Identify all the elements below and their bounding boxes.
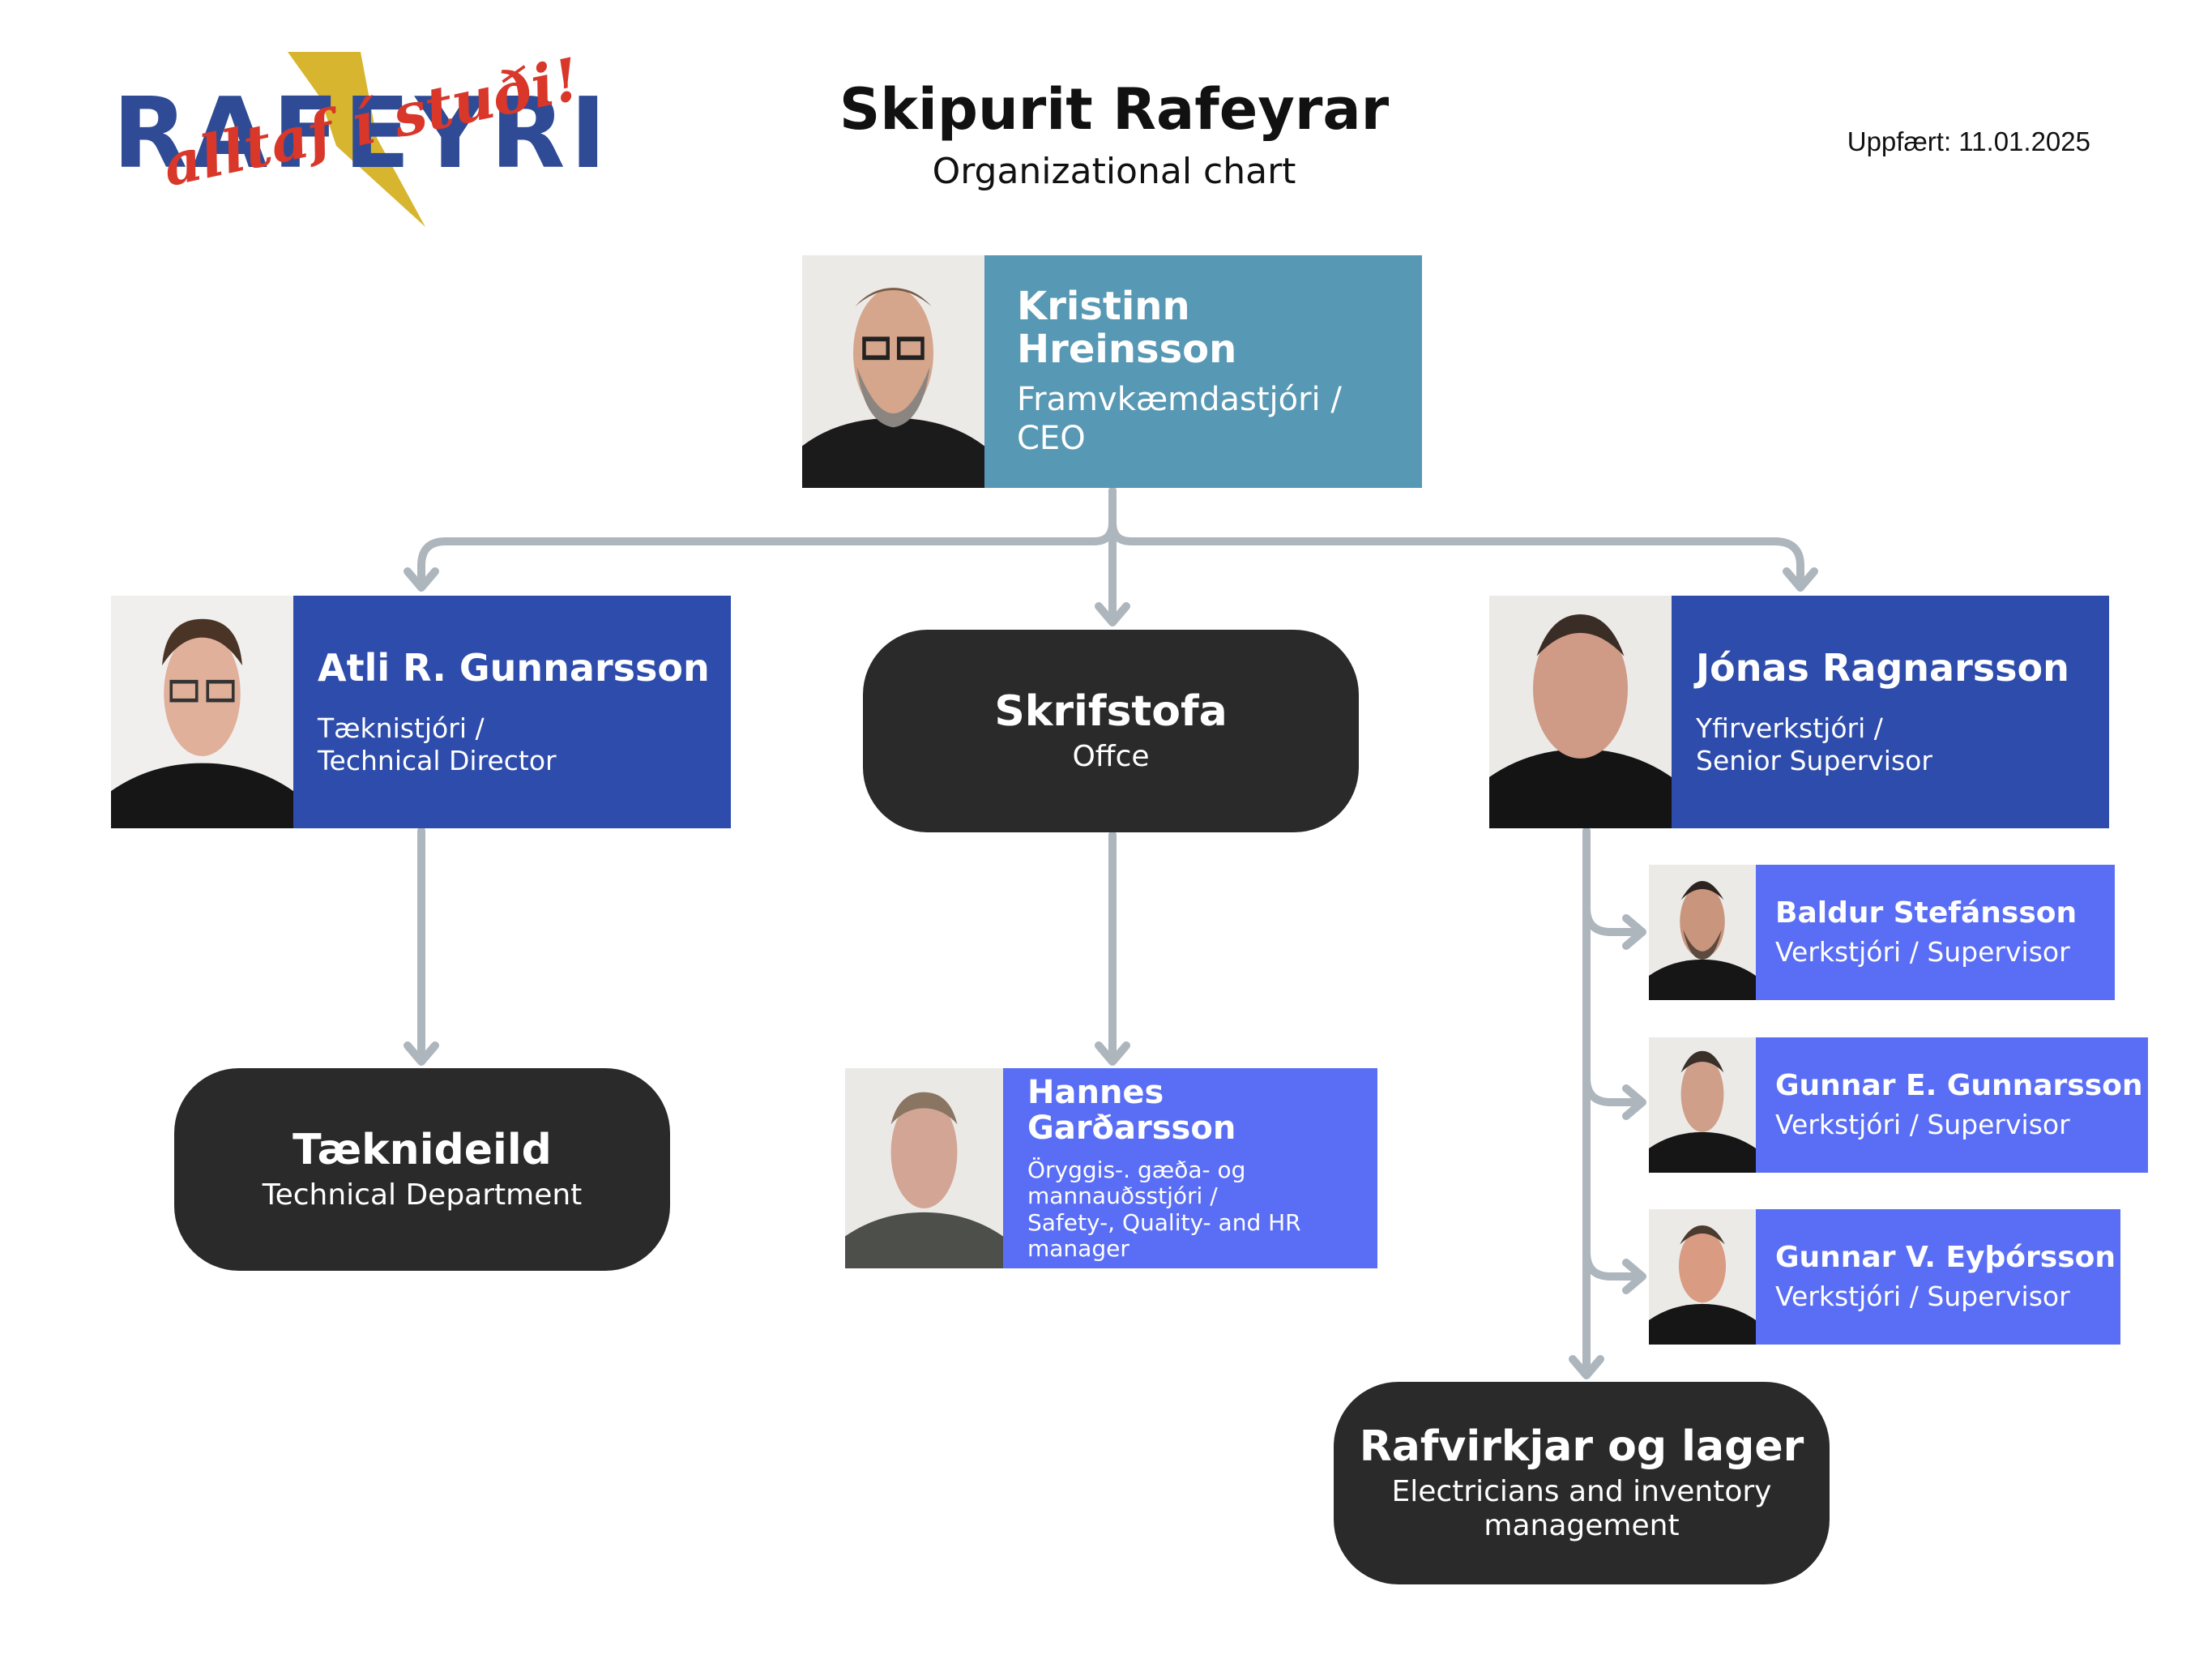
department-office: Skrifstofa Offce xyxy=(863,630,1359,832)
person-name: Gunnar V. Eyþórsson xyxy=(1775,1240,2116,1274)
avatar xyxy=(802,255,984,488)
person-name: Gunnar E. Gunnarsson xyxy=(1775,1068,2143,1102)
department-subtitle: Technical Department xyxy=(262,1178,583,1212)
arrowhead-hannes xyxy=(1095,1041,1130,1066)
person-name: Jónas Ragnarsson xyxy=(1696,645,2069,690)
avatar xyxy=(1649,1037,1756,1173)
page-subtitle: Organizational chart xyxy=(932,151,1296,192)
person-role: Verkstjóri / Supervisor xyxy=(1775,935,2070,968)
person-role: Verkstjóri / Supervisor xyxy=(1775,1108,2070,1140)
department-subtitle: Offce xyxy=(1072,739,1150,773)
connector-ceo-atli xyxy=(417,519,1117,592)
arrowheads xyxy=(404,567,1818,1379)
avatar xyxy=(1489,596,1672,828)
person-role: Yfirverkstjóri / Senior Supervisor xyxy=(1696,712,1932,776)
arrowhead-atli xyxy=(404,567,439,592)
person-role: Öryggis-. gæða- og mannauðsstjóri / Safe… xyxy=(1027,1157,1301,1262)
department-name: Tæknideild xyxy=(293,1125,552,1174)
arrowhead-gunnarv xyxy=(1622,1259,1646,1294)
arrowhead-baldur xyxy=(1622,914,1646,950)
person-name: Kristinn Hreinsson xyxy=(1017,283,1237,372)
person-name: Baldur Stefánsson xyxy=(1775,896,2077,930)
person-card-jonas: Jónas Ragnarsson Yfirverkstjóri / Senior… xyxy=(1489,596,2109,828)
avatar xyxy=(1649,865,1756,1000)
arrowhead-office xyxy=(1095,602,1130,626)
connector-jonas-baldur xyxy=(1582,904,1645,936)
rafeyri-logo: RAFEYRI alltaf í stuði! xyxy=(109,44,606,235)
person-role: Tæknistjóri / Technical Director xyxy=(318,712,557,776)
person-role: Verkstjóri / Supervisor xyxy=(1775,1280,2070,1312)
page-title: Skipurit Rafeyrar xyxy=(839,76,1390,143)
lightning-bolt-icon xyxy=(288,52,425,227)
updated-date: Uppfært: 11.01.2025 xyxy=(1847,126,2090,156)
person-name: Atli R. Gunnarsson xyxy=(318,645,710,690)
department-name: Skrifstofa xyxy=(994,686,1228,736)
person-card-gunnar-e: Gunnar E. Gunnarsson Verkstjóri / Superv… xyxy=(1649,1037,2148,1173)
arrowhead-tech xyxy=(404,1041,439,1066)
department-electricians: Rafvirkjar og lager Electricians and inv… xyxy=(1334,1382,1830,1584)
avatar xyxy=(1649,1209,1756,1345)
department-technical: Tæknideild Technical Department xyxy=(174,1068,670,1271)
department-name: Rafvirkjar og lager xyxy=(1359,1422,1804,1472)
arrowhead-jonas xyxy=(1783,567,1818,592)
logo-wordmark: RAFEYRI xyxy=(113,78,612,190)
person-card-hannes: Hannes Garðarsson Öryggis-. gæða- og man… xyxy=(845,1068,1377,1268)
person-role: Framvkæmdastjóri / CEO xyxy=(1017,381,1342,458)
person-card-atli: Atli R. Gunnarsson Tæknistjóri / Technic… xyxy=(111,596,731,828)
arrowhead-elec xyxy=(1569,1355,1604,1379)
avatar xyxy=(111,596,293,828)
arrowhead-gunnare xyxy=(1622,1084,1646,1120)
connector-jonas-gunnare xyxy=(1582,1074,1645,1106)
person-name: Hannes Garðarsson xyxy=(1027,1074,1236,1148)
connector-ceo-jonas xyxy=(1108,519,1804,592)
avatar xyxy=(845,1068,1003,1268)
connector-jonas-gunnarv xyxy=(1582,1248,1645,1281)
person-card-baldur: Baldur Stefánsson Verkstjóri / Superviso… xyxy=(1649,865,2115,1000)
person-card-ceo: Kristinn Hreinsson Framvkæmdastjóri / CE… xyxy=(802,255,1422,488)
department-subtitle: Electricians and inventory management xyxy=(1391,1475,1772,1542)
person-card-gunnar-v: Gunnar V. Eyþórsson Verkstjóri / Supervi… xyxy=(1649,1209,2120,1345)
